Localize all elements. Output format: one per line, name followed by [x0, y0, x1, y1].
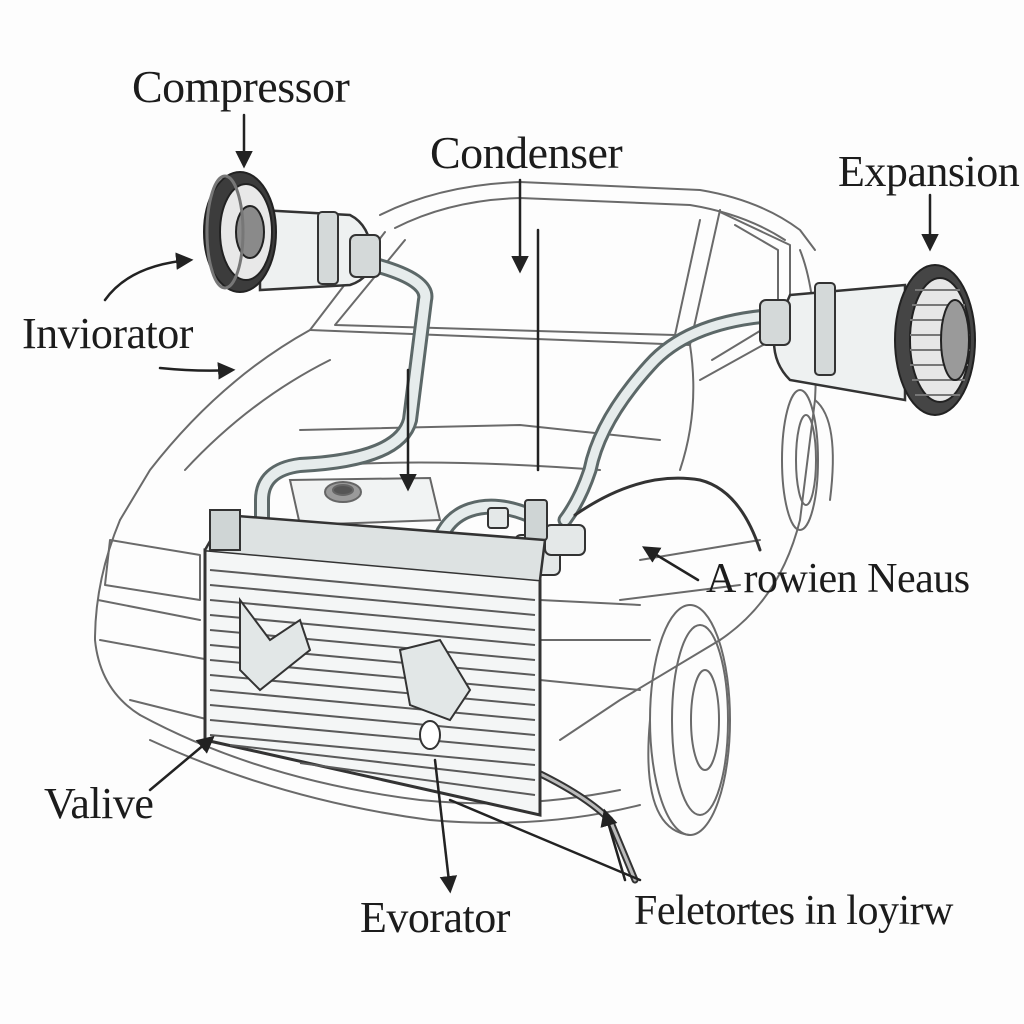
- expansion-unit: [759, 264, 976, 416]
- condenser-radiator: [203, 509, 547, 817]
- arrow-icon: [600, 808, 627, 882]
- pulley-icon: [203, 171, 277, 293]
- arrow-icon: [433, 758, 458, 894]
- pulley-icon: [894, 264, 976, 416]
- arrow-icon: [103, 252, 194, 302]
- evorator-label: Evorator: [360, 893, 510, 942]
- callout-arrows: [103, 113, 939, 894]
- arowien-neaus-label: A rowien Neaus: [706, 556, 970, 602]
- compressor-label: Compressor: [132, 61, 350, 112]
- condenser-label: Condenser: [430, 127, 623, 178]
- compressor: [203, 171, 381, 293]
- refrigerant-hoses: [254, 257, 788, 884]
- feletortes-label: Feletortes in loyirw: [634, 888, 953, 934]
- arrow-icon: [642, 546, 700, 582]
- arrow-icon: [158, 362, 236, 380]
- inviorator-label: Inviorator: [22, 309, 193, 358]
- valive-label: Valive: [44, 779, 154, 828]
- arrow-icon: [148, 735, 215, 792]
- expansion-label: Expansion: [838, 147, 1020, 196]
- arrow-icon: [448, 798, 642, 882]
